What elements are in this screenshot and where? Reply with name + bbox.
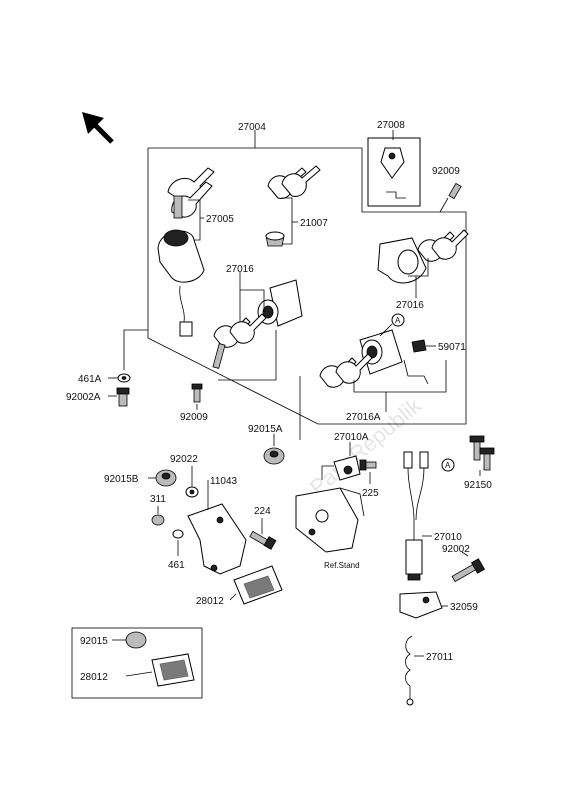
plate-32059: [399, 591, 443, 619]
spring-27011: [405, 635, 414, 706]
label-27004: 27004: [238, 122, 266, 133]
label-28012-a: 28012: [196, 596, 224, 607]
label-92015B: 92015B: [104, 474, 139, 485]
label-32059: 32059: [450, 602, 478, 613]
label-27008: 27008: [377, 120, 405, 131]
label-92009-top: 92009: [432, 166, 460, 177]
screw-92009-mid: [191, 383, 203, 403]
bracket-11043: [187, 503, 247, 575]
label-92022: 92022: [170, 454, 198, 465]
key-tag: [367, 130, 421, 207]
washer-461A: [117, 373, 131, 383]
nut-311: [151, 514, 165, 526]
label-27005: 27005: [206, 214, 234, 225]
washer-92022: [185, 486, 199, 498]
reflector-28012: [233, 565, 283, 605]
label-225: 225: [362, 488, 379, 499]
bolt-92002A: [116, 387, 130, 407]
label-27016A: 27016A: [346, 412, 381, 423]
leader-lines: [108, 217, 481, 677]
label-92009-mid: 92009: [180, 412, 208, 423]
label-21007: 21007: [300, 218, 328, 229]
label-92002: 92002: [442, 544, 470, 555]
label-27016-a: 27016: [226, 264, 254, 275]
label-92015: 92015: [80, 636, 108, 647]
switch-27010: [403, 451, 429, 581]
key-and-cap-21007: [265, 165, 321, 247]
bolt-224: [249, 530, 277, 550]
screw-92009-top: [439, 182, 462, 213]
seat-lock-27016: [212, 279, 303, 381]
lock-27016-right: [377, 229, 469, 284]
front-arrow-icon: [82, 112, 114, 144]
screw-225: [359, 459, 377, 471]
inset-box: [71, 627, 203, 699]
label-27010: 27010: [434, 532, 462, 543]
label-92015A: 92015A: [248, 424, 283, 435]
side-stand-bracket: [295, 487, 365, 553]
marker-a-top-label: A: [395, 316, 401, 325]
washer-461: [172, 529, 184, 539]
label-27011: 27011: [426, 652, 454, 663]
label-ref-stand: Ref.Stand: [324, 561, 360, 570]
marker-a-top: A: [379, 313, 405, 337]
label-461A: 461A: [78, 374, 102, 385]
label-311: 311: [150, 494, 166, 505]
label-92002A: 92002A: [66, 392, 101, 403]
frame-lines: [147, 130, 467, 425]
nut-92015B: [155, 469, 177, 487]
marker-a-bottom: A: [441, 458, 455, 472]
label-11043: 11043: [210, 476, 238, 487]
ignition-switch-assembly: [123, 167, 215, 370]
stand-switch-27010A: [321, 455, 361, 481]
part-labels: 27004 27008 92009 27005 21007 27016 2701…: [66, 120, 492, 683]
watermark: PartsRepublik: [305, 392, 427, 500]
label-224: 224: [254, 506, 271, 517]
label-28012-b: 28012: [80, 672, 108, 683]
helmet-lock-27016A: [299, 329, 447, 440]
bolt-92002: [451, 558, 486, 583]
label-461: 461: [168, 560, 185, 571]
nut-92015A: [263, 447, 285, 465]
clip-59071: [411, 339, 430, 353]
label-92150: 92150: [464, 480, 492, 491]
label-27016-b: 27016: [396, 300, 424, 311]
bolts-92150: [469, 435, 495, 471]
label-59071: 59071: [438, 342, 466, 353]
marker-a-bottom-label: A: [445, 461, 451, 470]
label-27010A: 27010A: [334, 432, 369, 443]
